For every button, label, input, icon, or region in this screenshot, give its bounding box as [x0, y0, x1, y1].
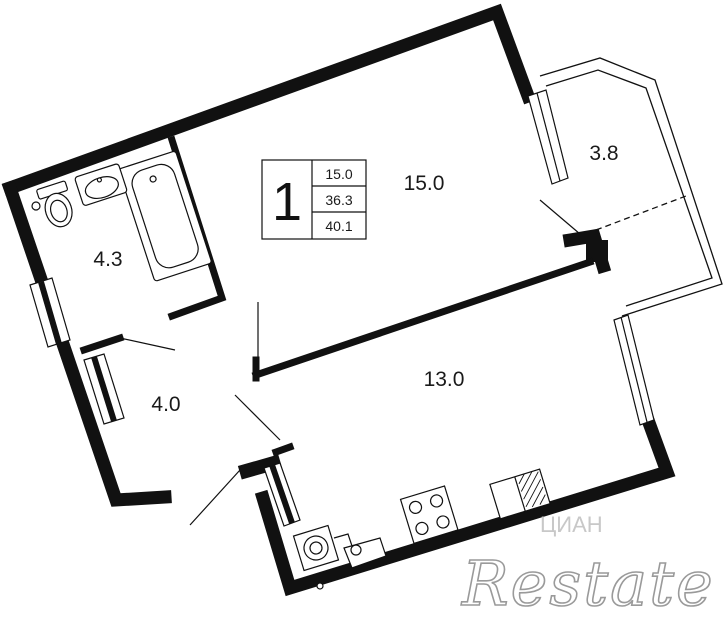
bathroom-area: 4.3 — [93, 248, 122, 271]
washing-machine — [292, 524, 340, 572]
door-swings — [119, 199, 581, 526]
living-area-value: 15.0 — [325, 166, 352, 182]
restate-watermark: Restate — [461, 547, 715, 618]
apartment-summary: 1 15.0 36.3 40.1 — [261, 159, 367, 240]
entry-door — [189, 469, 241, 526]
kitchen-sink — [333, 533, 387, 569]
bathroom-door — [119, 337, 176, 351]
kitchen-unit — [489, 468, 551, 520]
balcony-door — [539, 199, 581, 235]
balcony — [539, 57, 723, 317]
entry-stub — [271, 442, 295, 457]
sink — [74, 163, 128, 206]
summary-frame — [261, 159, 367, 240]
toilet — [36, 180, 73, 228]
wall-pillar — [586, 240, 608, 262]
kitchen-area: 13.0 — [424, 368, 465, 391]
drain — [31, 201, 41, 211]
living-room-area: 15.0 — [404, 172, 445, 195]
bathtub — [118, 150, 212, 282]
kitchen-fixtures — [292, 468, 551, 590]
top-wall — [1, 3, 537, 197]
cian-watermark: ЦИАН — [540, 512, 603, 537]
hallway-area: 4.0 — [151, 393, 180, 416]
bathroom-fixtures — [31, 150, 212, 282]
balcony-area: 3.8 — [589, 142, 618, 165]
divider-wall — [251, 257, 595, 380]
door-jamb — [237, 454, 283, 480]
total-area-value: 36.3 — [325, 192, 352, 208]
kitchen-door — [234, 394, 281, 441]
balcony-rail-inner — [545, 69, 713, 307]
total-with-balcony-value: 40.1 — [325, 218, 352, 234]
balcony-rail-outer — [539, 57, 723, 317]
watermark: ЦИАН Restate — [460, 512, 715, 618]
stove — [399, 485, 459, 545]
balcony-dashed-line — [595, 195, 687, 231]
exterior-walls — [1, 3, 676, 597]
right-bottom-wall — [254, 411, 676, 597]
windows — [29, 89, 655, 527]
room-count: 1 — [272, 172, 302, 232]
floor-drain — [316, 582, 324, 590]
bath-partition — [79, 333, 125, 355]
